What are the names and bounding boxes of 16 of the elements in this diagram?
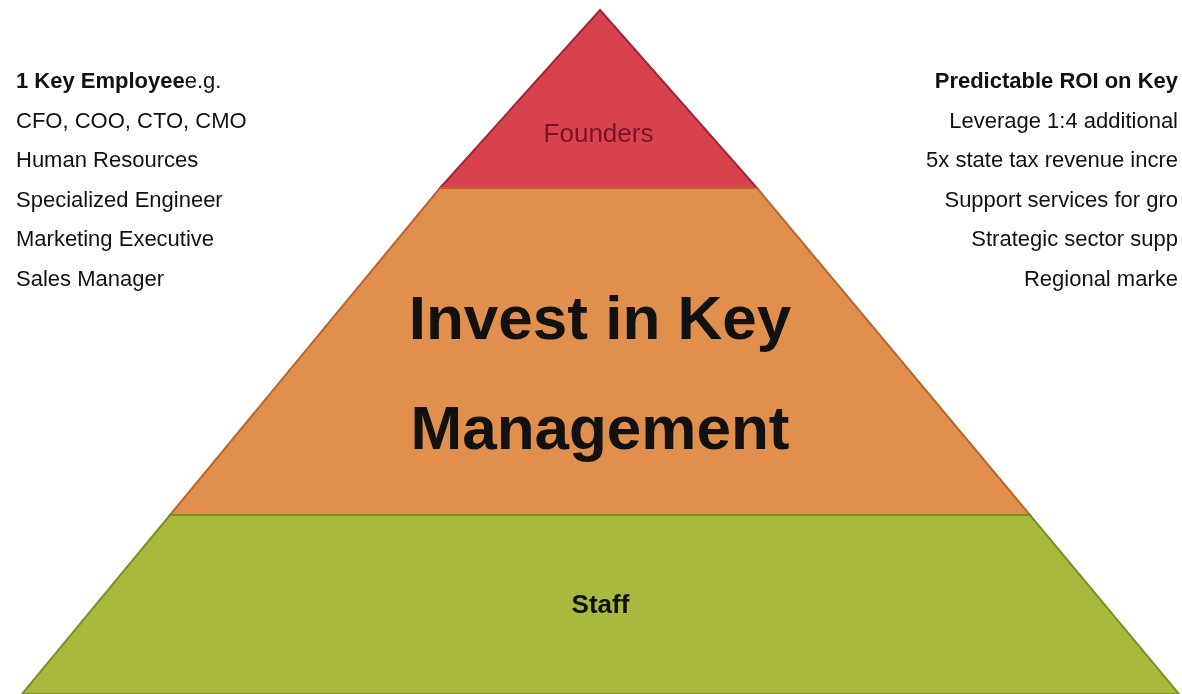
list-item: 5x state tax revenue incre xyxy=(926,147,1178,173)
list-item: Leverage 1:4 additional xyxy=(949,107,1178,134)
tier-label: Founders xyxy=(542,118,655,150)
tier-label: Staff xyxy=(570,589,631,621)
tier-label: Invest in Key Management xyxy=(407,282,793,464)
list-heading: 1 Key Employeee.g. xyxy=(16,68,222,94)
list-item: Support services for gro xyxy=(944,186,1178,213)
list-item: Specialized Engineer xyxy=(16,186,223,213)
list-item: Human Resources xyxy=(16,147,199,173)
list-item: CFO, COO, CTO, CMO xyxy=(16,107,247,134)
pyramid-tier xyxy=(22,515,1179,694)
list-heading: Predictable ROI on Key xyxy=(934,68,1178,94)
list-item: Strategic sector supp xyxy=(971,226,1178,252)
list-item: Sales Manager xyxy=(16,265,164,292)
list-item: Marketing Executive xyxy=(16,226,215,252)
list-item: Regional marke xyxy=(1023,265,1178,292)
